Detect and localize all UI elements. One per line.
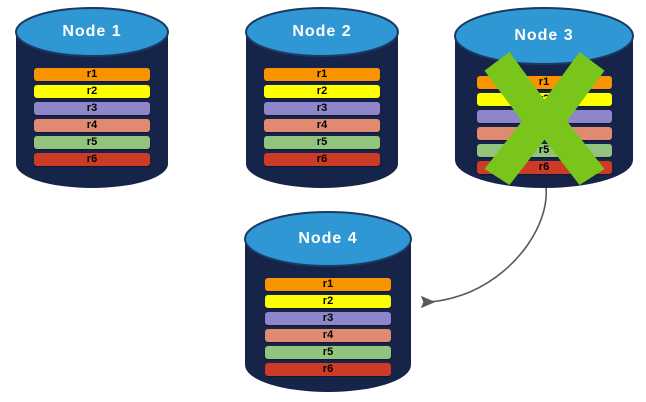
row-label: r2 xyxy=(538,93,550,105)
row-label: r1 xyxy=(316,68,328,80)
row-label: r6 xyxy=(316,153,328,165)
row-label: r1 xyxy=(86,68,98,80)
node-3-row-r1[interactable]: r1 xyxy=(476,76,612,89)
node-4-row-list: r1 r2 r3 r4 r5 r6 xyxy=(245,278,411,380)
node-1-row-r6[interactable]: r6 xyxy=(34,153,150,166)
row-label: r6 xyxy=(322,363,334,375)
node-3-row-r6[interactable]: r6 xyxy=(476,161,612,174)
row-label: r5 xyxy=(538,144,550,156)
node-1-row-r5[interactable]: r5 xyxy=(34,136,150,149)
node-1-row-list: r1 r2 r3 r4 r5 r6 xyxy=(16,68,168,170)
row-label: r3 xyxy=(86,102,98,114)
node-2-row-r4[interactable]: r4 xyxy=(264,119,380,132)
node-2-row-list: r1 r2 r3 r4 r5 r6 xyxy=(246,68,398,170)
row-label: r5 xyxy=(322,346,334,358)
node-1-row-r1[interactable]: r1 xyxy=(34,68,150,81)
row-label: r5 xyxy=(86,136,98,148)
row-label: r4 xyxy=(316,119,328,131)
replication-arrow-path xyxy=(420,187,547,309)
row-label: r3 xyxy=(538,110,550,122)
node-1-row-r4[interactable]: r4 xyxy=(34,119,150,132)
row-label: r3 xyxy=(322,312,334,324)
row-label: r1 xyxy=(322,278,334,290)
node-4-row-r1[interactable]: r1 xyxy=(265,278,391,291)
row-label: r3 xyxy=(316,102,328,114)
node-2-row-r3[interactable]: r3 xyxy=(264,102,380,115)
node-3-row-r2[interactable]: r2 xyxy=(476,93,612,106)
row-label: r5 xyxy=(316,136,328,148)
row-label: r4 xyxy=(322,329,334,341)
cylinder-top-ellipse xyxy=(454,7,634,65)
node-1-row-r2[interactable]: r2 xyxy=(34,85,150,98)
cylinder-top-ellipse xyxy=(245,7,399,57)
row-label: r6 xyxy=(86,153,98,165)
node-1-row-r3[interactable]: r3 xyxy=(34,102,150,115)
node-4-row-r5[interactable]: r5 xyxy=(265,346,391,359)
node-3-row-r3[interactable]: r3 xyxy=(476,110,612,123)
node-2-row-r5[interactable]: r5 xyxy=(264,136,380,149)
node-4-row-r6[interactable]: r6 xyxy=(265,363,391,376)
row-label: r2 xyxy=(86,85,98,97)
row-label: r4 xyxy=(538,127,550,139)
row-label: r2 xyxy=(316,85,328,97)
row-label: r1 xyxy=(538,76,550,88)
node-2-row-r2[interactable]: r2 xyxy=(264,85,380,98)
node-4-row-r4[interactable]: r4 xyxy=(265,329,391,342)
node-3-row-r5[interactable]: r5 xyxy=(476,144,612,157)
cylinder-top-ellipse xyxy=(15,7,169,57)
cylinder-top-ellipse xyxy=(244,211,412,267)
node-4-row-r2[interactable]: r2 xyxy=(265,295,391,308)
node-4-row-r3[interactable]: r3 xyxy=(265,312,391,325)
row-label: r6 xyxy=(538,161,550,173)
node-3-row-list: r1 r2 r3 r4 r5 r6 xyxy=(455,76,633,178)
node-3-row-r4[interactable]: r4 xyxy=(476,127,612,140)
node-2-row-r1[interactable]: r1 xyxy=(264,68,380,81)
row-label: r4 xyxy=(86,119,98,131)
node-2-row-r6[interactable]: r6 xyxy=(264,153,380,166)
row-label: r2 xyxy=(322,295,334,307)
